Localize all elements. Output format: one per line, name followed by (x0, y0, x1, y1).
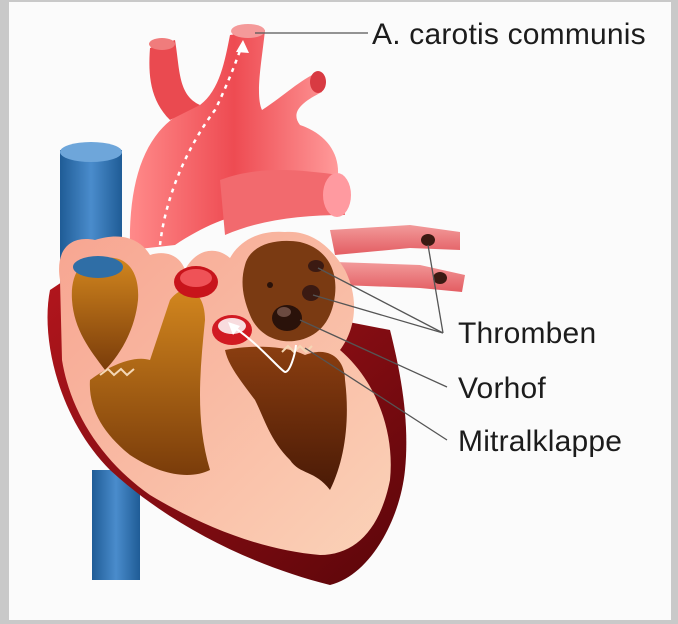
aorta (130, 24, 351, 250)
label-carotis: A. carotis communis (372, 18, 646, 52)
carotis-branches (330, 225, 465, 292)
label-vorhof: Vorhof (458, 372, 546, 406)
label-thromben: Thromben (458, 317, 596, 351)
label-mitralklappe: Mitralklappe (458, 425, 622, 459)
